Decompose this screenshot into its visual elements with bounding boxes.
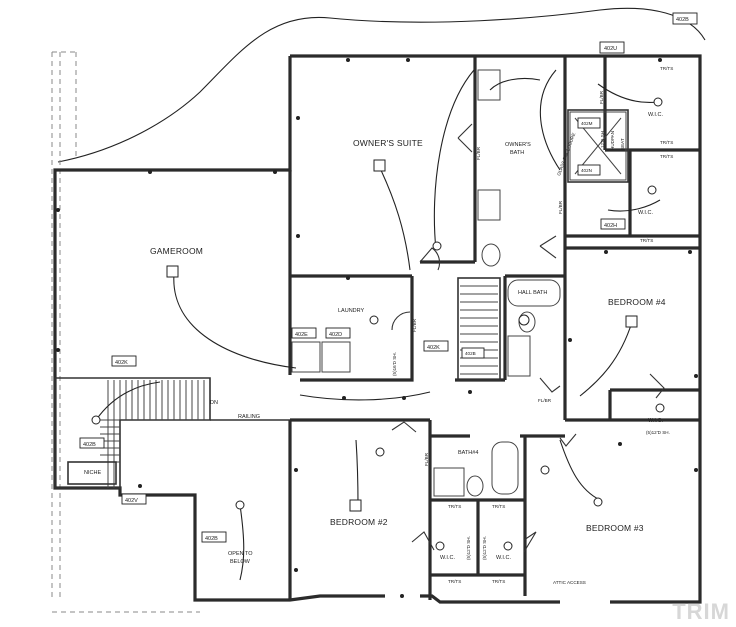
- label-laundry: LAUNDRY: [338, 308, 365, 314]
- bath4-toilet: [466, 475, 484, 497]
- note-tr-ts-2: TR/TS: [660, 140, 673, 145]
- label-wic-bl: W.I.C.: [440, 555, 455, 561]
- note-tr-ts-1: TR/TS: [660, 66, 673, 71]
- outlets: [56, 58, 698, 598]
- bath4-vanity: [433, 467, 465, 497]
- wiring-runs: [95, 69, 661, 581]
- note-fl-br-4: FL/BR: [412, 318, 417, 332]
- label-bedroom3: BEDROOM #3: [586, 523, 644, 533]
- tag-402U: 402U: [604, 46, 617, 52]
- note-sh-wic-b: (5)12'D SH.: [482, 536, 487, 560]
- tag-boxes: [79, 41, 626, 543]
- light-fixtures: [91, 97, 665, 551]
- tag-402N: 402N: [581, 168, 592, 173]
- interior-walls: [288, 56, 700, 600]
- stair-dn-label: DN: [210, 400, 218, 406]
- note-attic-access: ATTIC ACCESS: [553, 580, 586, 585]
- note-tr-ts-3: TR/TS: [660, 154, 673, 159]
- label-bath4: BATH#4: [458, 450, 478, 456]
- note-fl-br-2: FL/BR: [599, 90, 604, 104]
- label-bedroom2: BEDROOM #2: [330, 517, 388, 527]
- note-sh-wic-a: (5)12'D SH.: [466, 536, 471, 560]
- bath4-tub: [491, 441, 519, 495]
- label-open-to-below-1: OPEN TO: [228, 551, 253, 557]
- label-wic-br: W.I.C.: [496, 555, 511, 561]
- note-seat: SEAT: [620, 138, 625, 150]
- owners-shower: [567, 109, 629, 183]
- note-tr-ts-6: TR/TS: [492, 504, 505, 509]
- tag-402K-mid: 402K: [427, 345, 440, 351]
- label-open-to-below-2: BELOW: [230, 559, 251, 565]
- note-sh-laundry: (5)16'D SH.: [392, 352, 397, 376]
- tag-402B-top: [672, 12, 698, 25]
- exterior-wall: [53, 54, 702, 604]
- label-wic-right: W.I.C.: [648, 418, 663, 424]
- label-hall-bath: HALL BATH: [518, 290, 547, 296]
- label-gameroom: GAMEROOM: [150, 246, 203, 256]
- laundry-washer: [291, 341, 321, 373]
- tag-402B-mid: 402B: [83, 442, 96, 448]
- niche-label: NICHE: [84, 470, 101, 476]
- tag-402D: 402D: [329, 332, 342, 338]
- tag-402H: 402H: [604, 223, 617, 229]
- note-hudpan: HUDPAN: [610, 131, 615, 150]
- hall-bath-vanity: [507, 335, 531, 377]
- note-fl-br-6: FL/BR: [424, 452, 429, 466]
- stair-center: [457, 277, 501, 381]
- label-wic-mid: W.I.C.: [638, 210, 653, 216]
- watermark: TRIM: [672, 599, 730, 624]
- label-owners-bath-2: BATH: [510, 150, 524, 156]
- tag-402V: 402V: [125, 498, 138, 504]
- label-owners-suite: OWNER'S SUITE: [353, 138, 423, 148]
- owners-bath-vanity-1: [477, 69, 501, 101]
- tag-402E: 402E: [295, 332, 308, 338]
- niche-box: [67, 461, 117, 485]
- label-wic-top: W.I.C.: [648, 112, 663, 118]
- label-owners-bath-1: OWNER'S: [505, 142, 531, 148]
- note-fl-br-1: FL/BR: [476, 146, 481, 160]
- laundry-dryer: [321, 341, 351, 373]
- note-fl-br-5: FL/BR: [538, 398, 552, 403]
- tag-402B-stair: 402B: [465, 351, 476, 356]
- note-tr-ts-8: TR/TS: [492, 579, 505, 584]
- note-walk-in-shower: 12'D SH.: [600, 130, 605, 148]
- railing-label: RAILING: [238, 414, 260, 420]
- tag-402B-top-text: 402B: [676, 17, 689, 23]
- owners-toilet: [481, 243, 501, 267]
- lower-level-dash-left: [51, 51, 77, 600]
- door-swings: [391, 123, 665, 553]
- tag-402K-left: 402K: [115, 360, 128, 366]
- note-sh-bedroom4: (5)12'D SH.: [646, 430, 670, 435]
- note-tr-ts-5: TR/TS: [448, 504, 461, 509]
- note-tr-ts-4: TR/TS: [640, 238, 653, 243]
- tag-402B-open: 402B: [205, 536, 218, 542]
- note-tr-ts-7: TR/TS: [448, 579, 461, 584]
- label-bedroom4: BEDROOM #4: [608, 297, 666, 307]
- property-line: [57, 7, 706, 163]
- tag-402M: 402M: [581, 121, 593, 126]
- note-fl-br-3: FL/BR: [558, 200, 563, 214]
- stair-treads-center: [460, 285, 498, 375]
- hall-bath-tub: [507, 279, 561, 307]
- stair-treads-gameroom: [100, 380, 205, 488]
- owners-bath-vanity-2: [477, 189, 501, 221]
